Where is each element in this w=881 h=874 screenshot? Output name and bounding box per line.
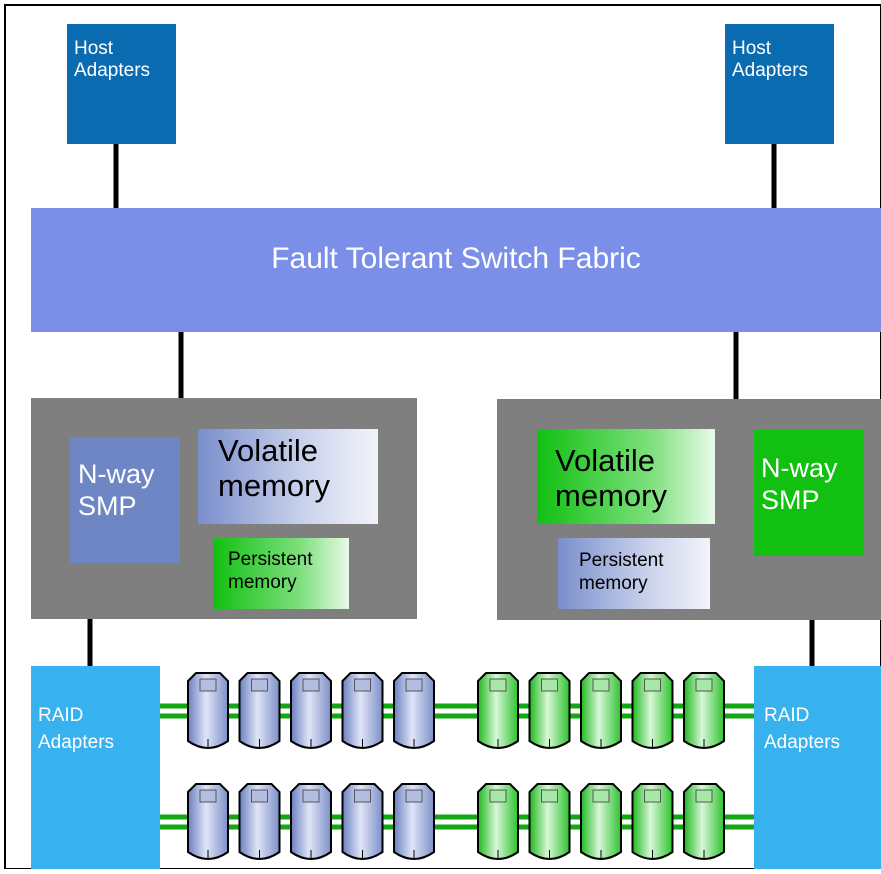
- blue-disk-drive: [238, 672, 281, 749]
- green-disk-drive: [477, 672, 519, 749]
- blue-disk-drive: [238, 783, 281, 860]
- volatile-memory-left: [198, 429, 378, 524]
- green-disk-drive: [631, 783, 674, 860]
- smp-right-line2: SMP: [761, 485, 820, 516]
- green-disk-drive: [631, 672, 674, 749]
- green-disk-drive: [683, 783, 725, 860]
- host-adapter-right-line2: Adapters: [732, 59, 809, 81]
- volatile-memory-left-label: Volatile memory: [218, 433, 330, 503]
- host-adapter-left-line2: Adapters: [74, 59, 151, 81]
- volatile-memory-right: [537, 429, 715, 524]
- smp-right: [754, 430, 864, 556]
- host-adapter-right-line1: Host: [732, 38, 772, 59]
- raid-adapter-left-line1: RAID: [38, 705, 84, 726]
- persistent-memory-right-line2: memory: [579, 572, 648, 594]
- blue-disk-drive: [341, 783, 384, 860]
- switch-fabric: [31, 208, 881, 332]
- raid-adapter-right-label: RAID Adapters: [764, 703, 840, 756]
- green-disk-drive: [580, 672, 622, 749]
- blue-disk-drive: [393, 672, 435, 749]
- green-disk-drive: [477, 783, 519, 860]
- volatile-memory-right-line2: memory: [555, 477, 667, 513]
- host-adapter-right: [725, 24, 834, 144]
- persistent-memory-right-label: Persistent memory: [579, 550, 663, 596]
- blue-disk-drive: [341, 672, 384, 749]
- green-disk-drive: [683, 672, 725, 749]
- persistent-memory-left-line1: Persistent: [228, 549, 313, 570]
- volatile-memory-right-line1: Volatile: [555, 443, 655, 478]
- switch-fabric-label: Fault Tolerant Switch Fabric: [271, 242, 641, 275]
- smp-left: [70, 437, 180, 563]
- smp-left-label: N-way SMP: [78, 458, 155, 523]
- green-disk-drive: [580, 783, 622, 860]
- raid-adapter-left-label: RAID Adapters: [38, 703, 114, 756]
- host-adapter-left-label: Host Adapters: [74, 38, 150, 82]
- green-disk-drive: [528, 783, 571, 860]
- smp-right-label: N-way SMP: [761, 452, 838, 517]
- raid-adapter-right-line2: Adapters: [764, 731, 841, 753]
- volatile-memory-left-line2: memory: [218, 467, 330, 503]
- persistent-memory-left-line2: memory: [228, 571, 297, 593]
- raid-adapter-left-line2: Adapters: [38, 731, 115, 753]
- persistent-memory-right: [558, 538, 710, 609]
- persistent-memory-left-label: Persistent memory: [228, 549, 312, 595]
- blue-disk-drive: [187, 783, 229, 860]
- persistent-memory-right-line1: Persistent: [579, 550, 664, 571]
- host-adapter-left-line1: Host: [74, 38, 114, 59]
- smp-left-line2: SMP: [78, 491, 137, 522]
- blue-disk-drive: [290, 672, 332, 749]
- green-disk-drive: [528, 672, 571, 749]
- raid-adapter-right-line1: RAID: [764, 705, 810, 726]
- blue-disk-drive: [393, 783, 435, 860]
- raid-adapter-right: [754, 666, 881, 869]
- smp-left-line1: N-way: [78, 459, 155, 489]
- persistent-memory-left: [213, 538, 349, 609]
- volatile-memory-left-line1: Volatile: [218, 433, 318, 468]
- host-adapter-left: [67, 24, 176, 144]
- host-adapter-right-label: Host Adapters: [732, 38, 808, 82]
- volatile-memory-right-label: Volatile memory: [555, 443, 667, 513]
- raid-adapter-left: [31, 666, 160, 869]
- blue-disk-drive: [187, 672, 229, 749]
- blue-disk-drive: [290, 783, 332, 860]
- disk-arrays: [187, 672, 725, 860]
- smp-right-line1: N-way: [761, 453, 838, 483]
